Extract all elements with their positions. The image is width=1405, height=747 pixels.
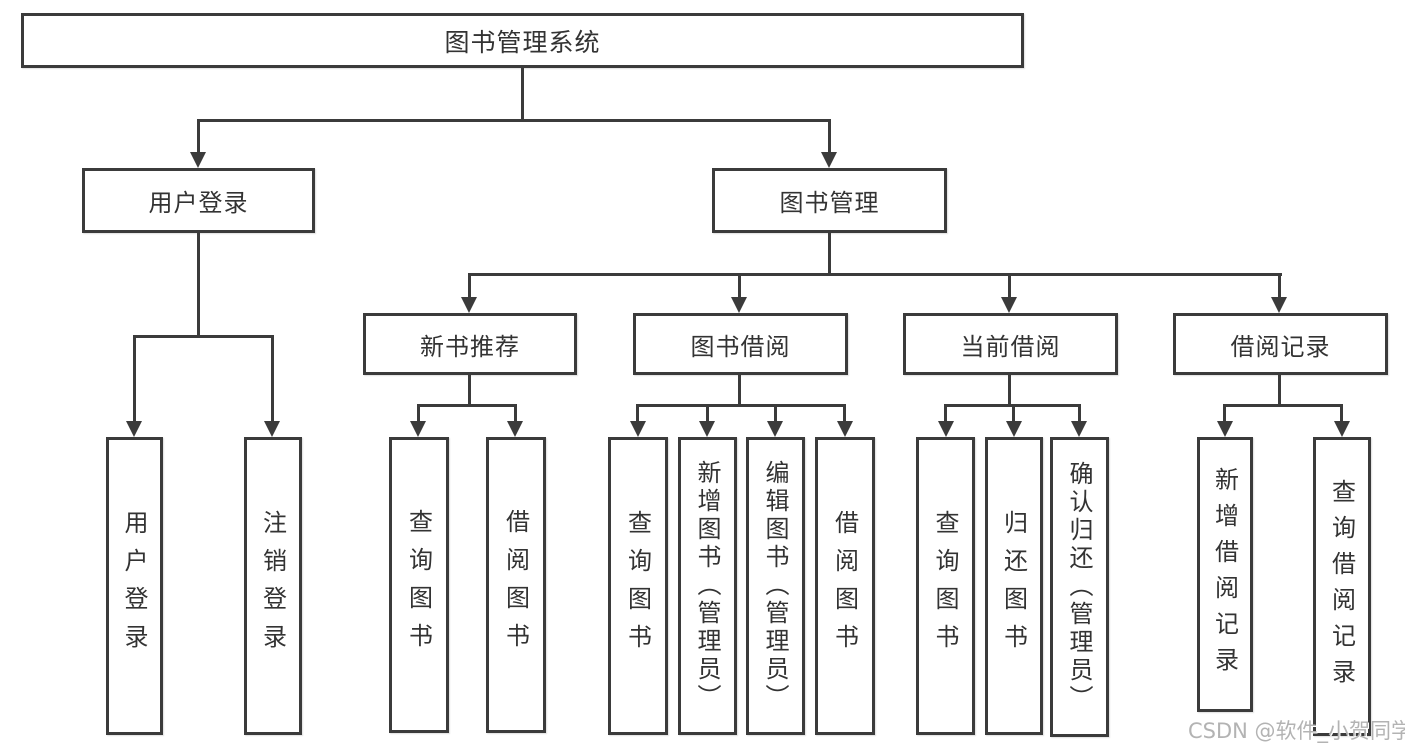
node-book-management-label: 图书管理 — [779, 189, 880, 217]
connector-line — [271, 335, 274, 425]
leaf-current-query-book: 查询图书 — [916, 437, 975, 735]
arrow-down-icon — [126, 421, 142, 437]
arrow-down-icon — [507, 421, 523, 437]
connector-line — [197, 233, 200, 335]
arrow-down-icon — [1271, 297, 1287, 313]
node-library-system-label: 图书管理系统 — [444, 27, 601, 57]
connector-line — [636, 404, 846, 407]
leaf-newbooks-query-book-label: 查询图书 — [404, 509, 433, 661]
leaf-logout: 注销登录 — [244, 437, 302, 735]
arrow-down-icon — [1217, 421, 1233, 437]
leaf-borrow-borrow-book-label: 借阅图书 — [830, 510, 859, 662]
node-library-system: 图书管理系统 — [21, 13, 1024, 68]
node-book-borrow-label: 图书借阅 — [690, 332, 791, 361]
connector-line — [944, 404, 947, 424]
connector-line — [636, 404, 639, 424]
connector-line — [843, 404, 846, 424]
connector-line — [1078, 404, 1081, 424]
connector-line — [774, 404, 777, 424]
arrow-down-icon — [1334, 421, 1350, 437]
connector-line — [1008, 375, 1011, 405]
connector-line — [514, 404, 517, 424]
csdn-watermark: CSDN @软件_小贺同学 — [1188, 719, 1405, 743]
connector-line — [1278, 273, 1281, 301]
connector-line — [1340, 404, 1343, 424]
arrow-down-icon — [461, 297, 477, 313]
leaf-borrow-edit-book-admin-label: 编辑图书（管理员） — [761, 460, 789, 712]
leaf-records-query-record-label: 查询借阅记录 — [1327, 478, 1356, 695]
arrow-down-icon — [410, 421, 426, 437]
node-user-login: 用户登录 — [82, 168, 315, 233]
connector-line — [197, 119, 200, 157]
arrow-down-icon — [767, 421, 783, 437]
leaf-borrow-edit-book-admin: 编辑图书（管理员） — [746, 437, 805, 735]
leaf-user-login-label: 用户登录 — [120, 510, 148, 662]
connector-line — [468, 273, 1282, 276]
connector-line — [468, 273, 471, 301]
arrow-down-icon — [938, 421, 954, 437]
node-current-borrow: 当前借阅 — [903, 313, 1118, 375]
leaf-borrow-query-book: 查询图书 — [608, 437, 668, 735]
connector-line — [1223, 404, 1343, 407]
leaf-borrow-add-book-admin: 新增图书（管理员） — [678, 437, 737, 735]
node-book-management: 图书管理 — [712, 168, 947, 233]
connector-line — [738, 375, 741, 405]
arrow-down-icon — [630, 421, 646, 437]
node-book-borrow: 图书借阅 — [633, 313, 848, 375]
leaf-current-return-book: 归还图书 — [985, 437, 1043, 735]
connector-line — [133, 335, 136, 425]
leaf-borrow-borrow-book: 借阅图书 — [815, 437, 875, 735]
node-current-borrow-label: 当前借阅 — [960, 332, 1061, 361]
connector-line — [1278, 375, 1281, 405]
connector-line — [706, 404, 709, 424]
leaf-current-confirm-return-admin-label: 确认归还（管理员） — [1065, 461, 1093, 713]
connector-line — [133, 335, 274, 338]
connector-line — [828, 233, 831, 273]
node-borrow-records-label: 借阅记录 — [1230, 332, 1331, 361]
connector-line — [417, 404, 517, 407]
arrow-down-icon — [190, 152, 206, 168]
node-user-login-label: 用户登录 — [148, 189, 249, 217]
connector-line — [417, 404, 420, 424]
connector-line — [468, 375, 471, 405]
leaf-current-return-book-label: 归还图书 — [999, 510, 1028, 662]
leaf-newbooks-borrow-book-label: 借阅图书 — [501, 509, 530, 661]
node-borrow-records: 借阅记录 — [1173, 313, 1388, 375]
leaf-records-add-record-label: 新增借阅记录 — [1210, 466, 1239, 683]
leaf-user-login: 用户登录 — [106, 437, 163, 735]
node-new-book-recommend-label: 新书推荐 — [420, 332, 520, 361]
leaf-records-query-record: 查询借阅记录 — [1313, 437, 1371, 736]
connector-line — [1008, 273, 1011, 301]
arrow-down-icon — [264, 421, 280, 437]
leaf-newbooks-query-book: 查询图书 — [389, 437, 449, 733]
leaf-newbooks-borrow-book: 借阅图书 — [486, 437, 546, 733]
arrow-down-icon — [1006, 421, 1022, 437]
connector-line — [738, 273, 741, 301]
connector-line — [1223, 404, 1226, 424]
arrow-down-icon — [837, 421, 853, 437]
arrow-down-icon — [1001, 297, 1017, 313]
arrow-down-icon — [699, 421, 715, 437]
connector-line — [1012, 404, 1015, 424]
node-new-book-recommend: 新书推荐 — [363, 313, 577, 375]
arrow-down-icon — [731, 297, 747, 313]
leaf-current-confirm-return-admin: 确认归还（管理员） — [1050, 437, 1109, 737]
leaf-borrow-query-book-label: 查询图书 — [623, 510, 652, 662]
leaf-logout-label: 注销登录 — [258, 510, 287, 662]
leaf-borrow-add-book-admin-label: 新增图书（管理员） — [693, 460, 721, 712]
leaf-records-add-record: 新增借阅记录 — [1197, 437, 1253, 712]
arrow-down-icon — [1071, 421, 1087, 437]
connector-line — [197, 119, 831, 122]
leaf-current-query-book-label: 查询图书 — [931, 510, 959, 662]
connector-line — [828, 119, 831, 157]
connector-line — [521, 68, 524, 121]
arrow-down-icon — [821, 152, 837, 168]
